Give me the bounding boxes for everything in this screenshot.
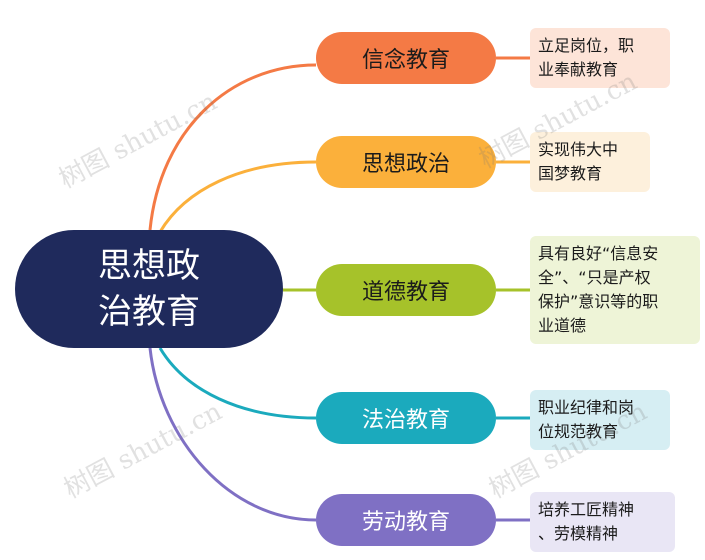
leaf-detail-4: 职业纪律和岗 位规范教育 bbox=[530, 390, 670, 450]
connector-line-2 bbox=[158, 160, 317, 233]
root-label-line2: 治教育 bbox=[98, 292, 200, 332]
root-node: 思想政 治教育 bbox=[15, 230, 283, 348]
leaf-detail-3: 具有良好“信息安 全”、“只是产权 保护”意识等的职 业道德 bbox=[530, 236, 700, 344]
branch-node-labor-education: 劳动教育 bbox=[316, 494, 496, 546]
leaf-detail-2: 实现伟大中 国梦教育 bbox=[530, 132, 650, 192]
branch-node-ideological-political: 思想政治 bbox=[316, 136, 496, 188]
connector-line-5 bbox=[148, 347, 317, 522]
branch-node-moral-education: 道德教育 bbox=[316, 264, 496, 316]
branch-node-legal-education: 法治教育 bbox=[316, 392, 496, 444]
leaf-detail-5: 培养工匠精神 、劳模精神 bbox=[530, 492, 675, 552]
branch-node-belief-education: 信念教育 bbox=[316, 32, 496, 84]
root-label-line1: 思想政 bbox=[98, 246, 200, 286]
connector-line-4 bbox=[158, 347, 317, 420]
leaf-detail-1: 立足岗位，职 业奉献教育 bbox=[530, 28, 670, 88]
connector-line-1 bbox=[148, 63, 317, 231]
